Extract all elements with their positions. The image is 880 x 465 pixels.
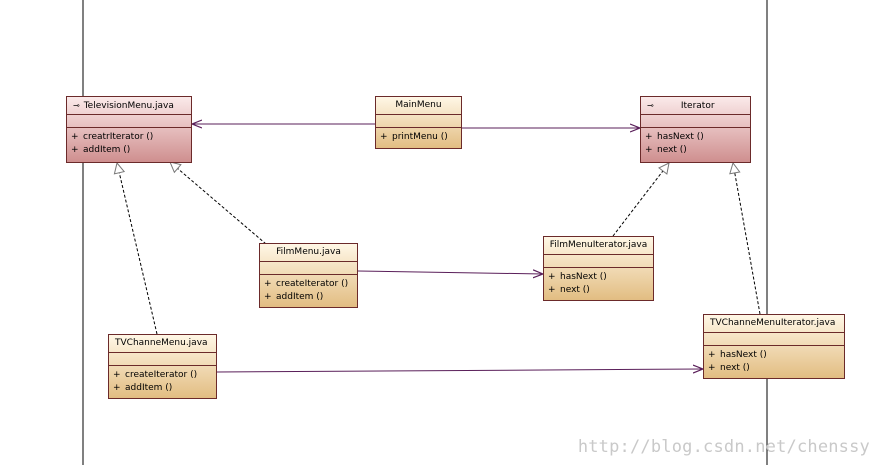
operations-compartment: +creatrIterator () +addItem () xyxy=(67,128,191,157)
operations-compartment: +hasNext () +next () xyxy=(641,128,750,157)
operation: +printMenu () xyxy=(380,132,448,142)
class-title: MainMenu xyxy=(376,97,461,115)
operation: +next () xyxy=(708,363,750,373)
class-television-menu[interactable]: ⊸TelevisionMenu.java +creatrIterator () … xyxy=(66,96,192,163)
attributes-compartment xyxy=(704,333,844,346)
operation: +createIterator () xyxy=(113,370,198,380)
watermark-text: http://blog.csdn.net/chenssy xyxy=(577,437,870,457)
realize-tvchannemenu-televisionmenu xyxy=(117,163,158,335)
operation: +hasNext () xyxy=(645,132,704,142)
attributes-compartment xyxy=(376,115,461,128)
interface-icon: ⊸ xyxy=(73,101,80,110)
class-tvchanne-menu-iterator[interactable]: TVChanneMenuIterator.java +hasNext () +n… xyxy=(703,314,845,379)
class-film-menu-iterator[interactable]: FilmMenuIterator.java +hasNext () +next … xyxy=(543,236,654,301)
operations-compartment: +createIterator () +addItem () xyxy=(109,366,216,395)
realize-filmmenu-televisionmenu xyxy=(170,162,267,245)
attributes-compartment xyxy=(260,262,357,275)
class-tvchanne-menu[interactable]: TVChanneMenu.java +createIterator () +ad… xyxy=(108,334,217,399)
realize-filmmenuiterator-iterator xyxy=(612,163,669,237)
operations-compartment: +hasNext () +next () xyxy=(544,268,653,297)
operation: +next () xyxy=(645,145,687,155)
operation: +next () xyxy=(548,285,590,295)
attributes-compartment xyxy=(109,353,216,366)
assoc-tvchannemenu-tvchannemenuiterator xyxy=(216,369,703,372)
operation: +addItem () xyxy=(71,145,131,155)
attributes-compartment xyxy=(641,115,750,128)
operation: +hasNext () xyxy=(548,272,607,282)
class-title: FilmMenuIterator.java xyxy=(544,237,653,255)
operation: +creatrIterator () xyxy=(71,132,154,142)
operation: +createIterator () xyxy=(264,279,349,289)
assoc-filmmenu-filmmenuiterator xyxy=(357,271,543,274)
class-main-menu[interactable]: MainMenu +printMenu () xyxy=(375,96,462,149)
operations-compartment: +createIterator () +addItem () xyxy=(260,275,357,304)
class-title: TVChanneMenuIterator.java xyxy=(704,315,844,333)
realize-tvchannemenuiterator-iterator xyxy=(733,163,761,315)
attributes-compartment xyxy=(67,115,191,128)
class-iterator[interactable]: ⊸Iterator +hasNext () +next () xyxy=(640,96,751,163)
class-film-menu[interactable]: FilmMenu.java +createIterator () +addIte… xyxy=(259,243,358,308)
operation: +addItem () xyxy=(264,292,324,302)
class-title: ⊸TelevisionMenu.java xyxy=(67,97,191,115)
operation: +addItem () xyxy=(113,383,173,393)
operations-compartment: +printMenu () xyxy=(376,128,461,144)
class-title: FilmMenu.java xyxy=(260,244,357,262)
class-title: TVChanneMenu.java xyxy=(109,335,216,353)
interface-icon: ⊸ xyxy=(647,101,654,110)
class-title: ⊸Iterator xyxy=(641,97,750,115)
operations-compartment: +hasNext () +next () xyxy=(704,346,844,375)
attributes-compartment xyxy=(544,255,653,268)
operation: +hasNext () xyxy=(708,350,767,360)
